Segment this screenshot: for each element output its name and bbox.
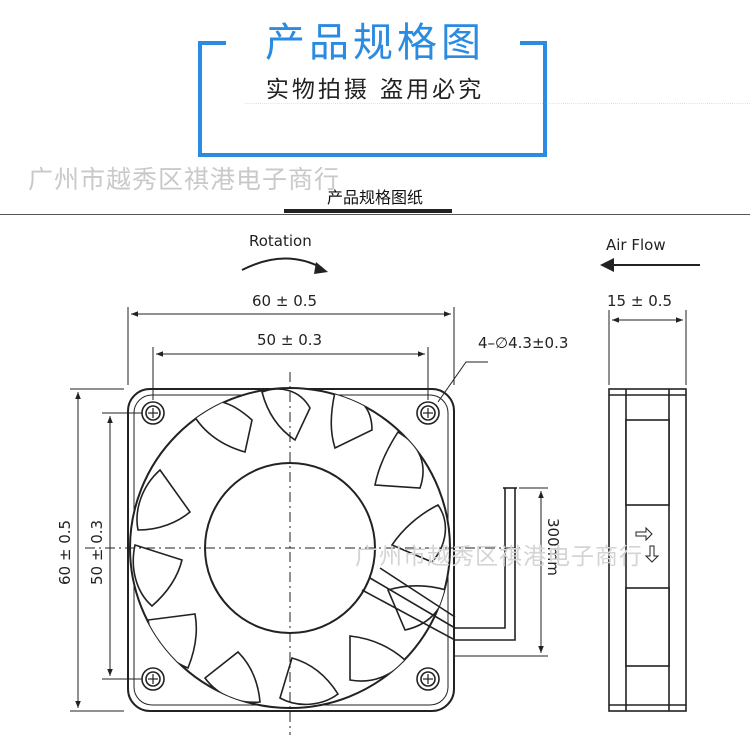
lead-wires [455, 487, 517, 641]
center-lines [85, 372, 520, 735]
rotation-label: Rotation [249, 232, 312, 250]
outer-width-dimension: 60 ± 0.5 [252, 292, 317, 310]
side-direction-marks [635, 526, 660, 563]
caption-underline [284, 209, 452, 213]
banner-frame [198, 41, 547, 157]
banner-subtitle: 实物拍摄 盗用必究 [265, 77, 485, 103]
outer-height-dimension: 60 ± 0.5 [56, 520, 74, 585]
fan-blades [132, 388, 447, 706]
shop-watermark-middle: 广州市越秀区祺港电子商行 [355, 544, 643, 570]
airflow-label: Air Flow [606, 236, 666, 254]
banner-fineprint: ........................................… [245, 100, 750, 106]
fan-side-view [608, 388, 687, 712]
depth-dimension: 15 ± 0.5 [607, 292, 672, 310]
page-title: 产品规格图 [265, 20, 485, 66]
hole-spec-callout: 4–∅4.3±0.3 [478, 334, 568, 352]
hole-spacing-vertical: 50 ± 0.3 [88, 520, 106, 585]
airflow-arrow [600, 258, 700, 272]
fan-dimension-drawing: Rotation Air Flow [56, 232, 700, 735]
drawing-caption: 产品规格图纸 [326, 188, 423, 207]
rotation-arrow [241, 257, 323, 271]
hole-spacing-horizontal: 50 ± 0.3 [257, 331, 322, 349]
wire-channel [361, 567, 456, 641]
lead-length-dimension: 300mm [544, 518, 562, 576]
shop-watermark-top: 广州市越秀区祺港电子商行 [28, 165, 341, 194]
divider [0, 214, 750, 215]
